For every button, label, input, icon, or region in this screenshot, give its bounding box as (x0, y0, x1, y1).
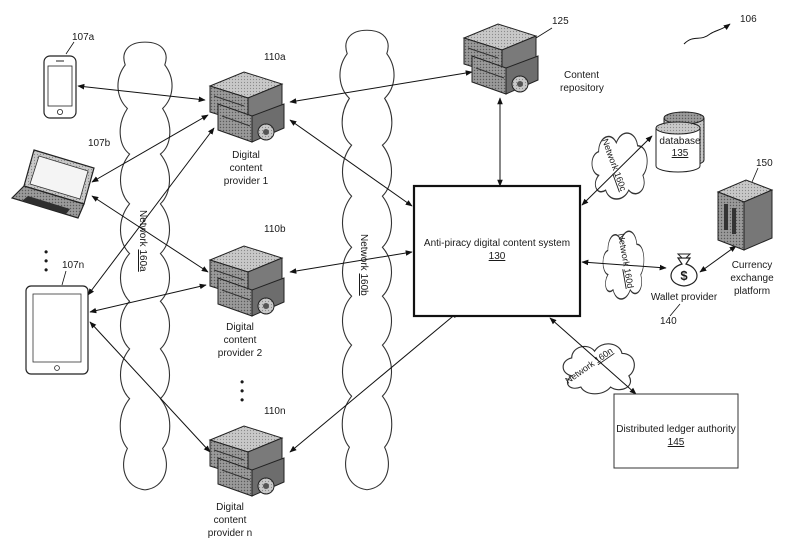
provider-110a-line3: provider 1 (224, 176, 269, 187)
server-icon (209, 425, 285, 497)
exchange-line1: Currency (732, 260, 773, 271)
arrow-107n-110b (89, 283, 207, 314)
provider-110a: 110a Digital content provider 1 (209, 52, 286, 187)
database-135: database 135 (655, 111, 705, 173)
arrow-107n-110n (89, 321, 211, 453)
device-107n-ref: 107n (62, 260, 84, 271)
currency-exchange-150: 150 Currency exchange platform (716, 158, 774, 297)
provider-110n-line2: content (214, 515, 247, 526)
provider-110b-line1: Digital (226, 322, 254, 333)
system-ref: 130 (489, 251, 506, 262)
arrow-110a-130 (289, 119, 413, 207)
smartphone-icon (43, 55, 77, 119)
arrow-107n-110a (87, 127, 215, 296)
devices-ellipsis-1: • (44, 245, 48, 259)
network-160b-cloud: Network 160b (339, 29, 395, 491)
arrow-130-140 (581, 259, 667, 271)
provider-110b: 110b Digital content provider 2 (209, 224, 286, 359)
provider-110a-line1: Digital (232, 150, 260, 161)
network-160a-label: Network 160a (137, 210, 148, 272)
providers-ellipsis-3: • (240, 393, 244, 407)
wallet-provider-140: $ Wallet provider 140 (651, 253, 718, 327)
arrow-107a-110a (77, 83, 206, 103)
devices-ellipsis-3: • (44, 263, 48, 277)
database-icon (655, 111, 705, 173)
money-bag-symbol: $ (680, 268, 688, 283)
distributed-ledger-authority-145: Distributed ledger authority 145 (613, 393, 739, 469)
arrow-130-145 (549, 317, 637, 395)
figure-ref-label: 106 (740, 14, 757, 25)
provider-110a-line2: content (230, 163, 263, 174)
provider-110n-ref: 110n (264, 406, 286, 417)
ledger-ref: 145 (668, 437, 685, 448)
arrow-110n-130 (289, 311, 459, 453)
provider-110n-line1: Digital (216, 502, 244, 513)
ledger-box (613, 393, 739, 469)
exchange-ref: 150 (756, 158, 773, 169)
cloud-icon (562, 343, 635, 395)
provider-110b-line2: content (224, 335, 257, 346)
network-160a-cloud: Network 160a (117, 41, 173, 491)
provider-110b-ref: 110b (264, 224, 286, 235)
ledger-label: Distributed ledger authority (616, 424, 736, 435)
device-107a-ref: 107a (72, 32, 95, 43)
provider-110n: 110n Digital content provider n (208, 406, 286, 539)
providers-ellipsis-1: • (240, 375, 244, 389)
exchange-line3: platform (734, 286, 770, 297)
system-label: Anti-piracy digital content system (424, 238, 570, 249)
devices-ellipsis-2: • (44, 254, 48, 268)
repository-line2: repository (560, 83, 604, 94)
figure-ref-arrow (683, 23, 731, 45)
wallet-ref: 140 (660, 316, 677, 327)
laptop-icon (10, 149, 95, 219)
wallet-label: Wallet provider (651, 292, 718, 303)
server-icon (209, 245, 285, 317)
device-107a: 107a (43, 32, 95, 119)
repository-ref: 125 (552, 16, 569, 27)
database-label: database (659, 136, 701, 147)
arrow-140-150 (699, 245, 737, 273)
database-ref: 135 (672, 148, 689, 159)
anti-piracy-system-130: Anti-piracy digital content system 130 (412, 184, 582, 318)
tablet-icon (25, 285, 89, 375)
arrow-130-135 (581, 135, 653, 206)
content-repository-125: 125 Content repository (463, 16, 604, 95)
connections (77, 70, 737, 453)
money-bag-icon: $ (670, 253, 698, 287)
network-160b-label: Network 160b (358, 234, 369, 296)
device-107b-ref: 107b (88, 138, 111, 149)
device-107n: 107n (25, 260, 89, 375)
network-160c-cloud: Network 160c (591, 132, 648, 200)
arrow-110a-125 (289, 70, 473, 104)
network-160n-cloud: Network 160n (562, 343, 635, 395)
network-160d-cloud: Network 160d (602, 230, 645, 300)
provider-110b-line3: provider 2 (218, 348, 263, 359)
device-107b: 107b (10, 138, 111, 219)
arrow-110b-130 (289, 250, 413, 274)
provider-110n-line3: provider n (208, 528, 252, 539)
building-icon (716, 179, 774, 251)
providers-ellipsis-2: • (240, 384, 244, 398)
provider-110a-ref: 110a (264, 52, 286, 63)
server-icon (209, 71, 285, 143)
server-icon (463, 23, 539, 95)
system-box (412, 184, 582, 318)
repository-line1: Content (564, 70, 599, 81)
exchange-line2: exchange (730, 273, 774, 284)
